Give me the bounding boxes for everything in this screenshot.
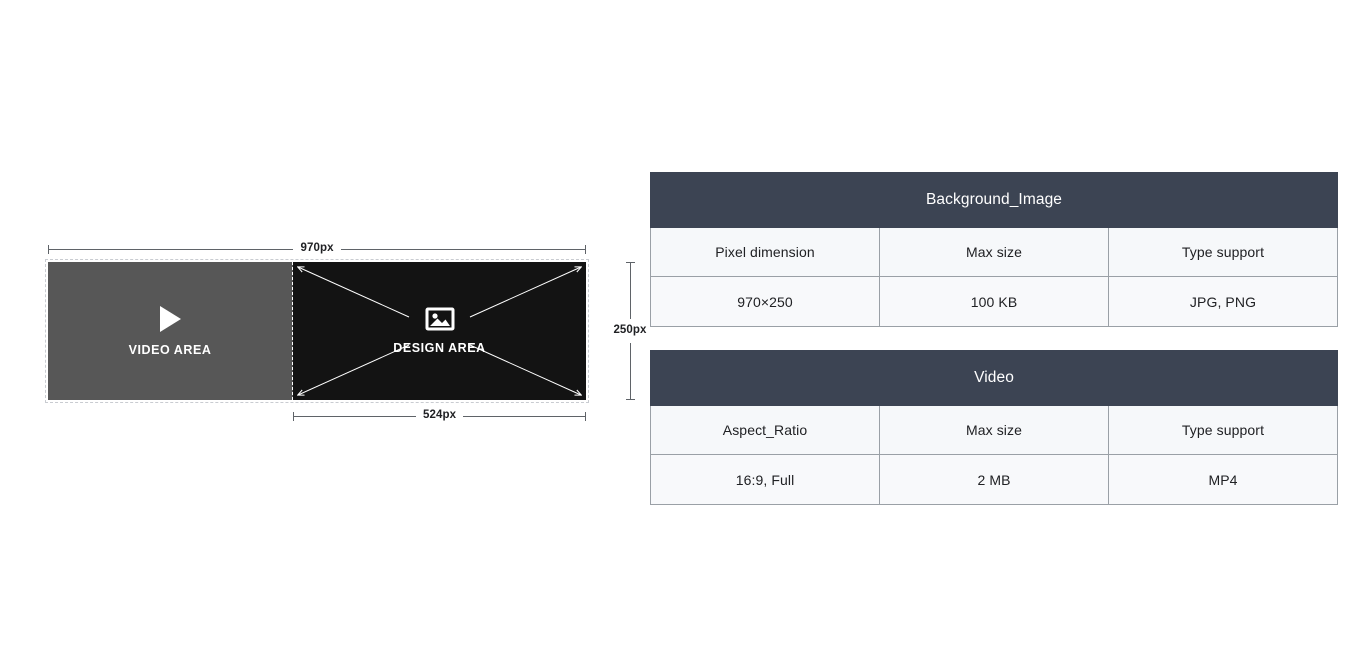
table-title-row: Video <box>650 350 1338 406</box>
dimension-rule-right <box>340 248 586 250</box>
video-area-label: VIDEO AREA <box>128 342 212 357</box>
dimension-total-width: 970px <box>48 242 587 256</box>
dimension-height: 250px <box>600 262 660 400</box>
video-spec-table: Video Aspect_Ratio Max size Type support… <box>650 350 1338 505</box>
banner-spec-diagram: 970px VIDEO AREA <box>0 0 660 668</box>
column-header: Max size <box>879 227 1109 277</box>
column-header: Type support <box>1108 405 1338 455</box>
dimension-cap-right <box>585 411 587 421</box>
dimension-rule-left <box>49 248 294 250</box>
column-header: Aspect_Ratio <box>650 405 880 455</box>
table-cell: JPG, PNG <box>1108 276 1338 327</box>
dimension-cap-bottom <box>625 399 635 400</box>
dimension-cap-left <box>48 244 49 254</box>
table-cell: 970×250 <box>650 276 880 327</box>
table-cell: 16:9, Full <box>650 454 880 505</box>
column-header: Pixel dimension <box>650 227 880 277</box>
dimension-total-width-label: 970px <box>300 242 334 255</box>
table-cell: 2 MB <box>879 454 1109 505</box>
table-row: 970×250 100 KB JPG, PNG <box>650 276 1338 327</box>
play-icon <box>159 305 181 332</box>
dimension-height-label: 250px <box>613 324 647 337</box>
dimension-design-width-label: 524px <box>422 409 457 422</box>
dimension-cap-left <box>293 411 294 421</box>
banner-mockup: VIDEO AREA <box>45 259 589 403</box>
design-area-label: DESIGN AREA <box>393 341 486 356</box>
video-area-panel: VIDEO AREA <box>48 262 293 400</box>
dimension-rule-bottom <box>629 342 631 399</box>
table-title: Background_Image <box>650 172 1338 228</box>
table-cell: 100 KB <box>879 276 1109 327</box>
dimension-rule-top <box>629 263 631 320</box>
design-area-panel: DESIGN AREA <box>293 262 586 400</box>
image-icon <box>425 307 454 331</box>
table-title-row: Background_Image <box>650 172 1338 228</box>
background-image-spec-table: Background_Image Pixel dimension Max siz… <box>650 172 1338 327</box>
dimension-cap-top <box>625 262 635 263</box>
table-cell: MP4 <box>1108 454 1338 505</box>
dimension-design-width: 524px <box>293 409 587 423</box>
dimension-rule-right <box>463 415 586 417</box>
dimension-rule-left <box>294 415 416 417</box>
column-header: Type support <box>1108 227 1338 277</box>
spec-tables: Background_Image Pixel dimension Max siz… <box>650 0 1368 668</box>
table-row: 16:9, Full 2 MB MP4 <box>650 454 1338 505</box>
table-title: Video <box>650 350 1338 406</box>
table-header-row: Pixel dimension Max size Type support <box>650 227 1338 277</box>
dimension-cap-right <box>585 244 587 254</box>
column-header: Max size <box>879 405 1109 455</box>
table-header-row: Aspect_Ratio Max size Type support <box>650 405 1338 455</box>
